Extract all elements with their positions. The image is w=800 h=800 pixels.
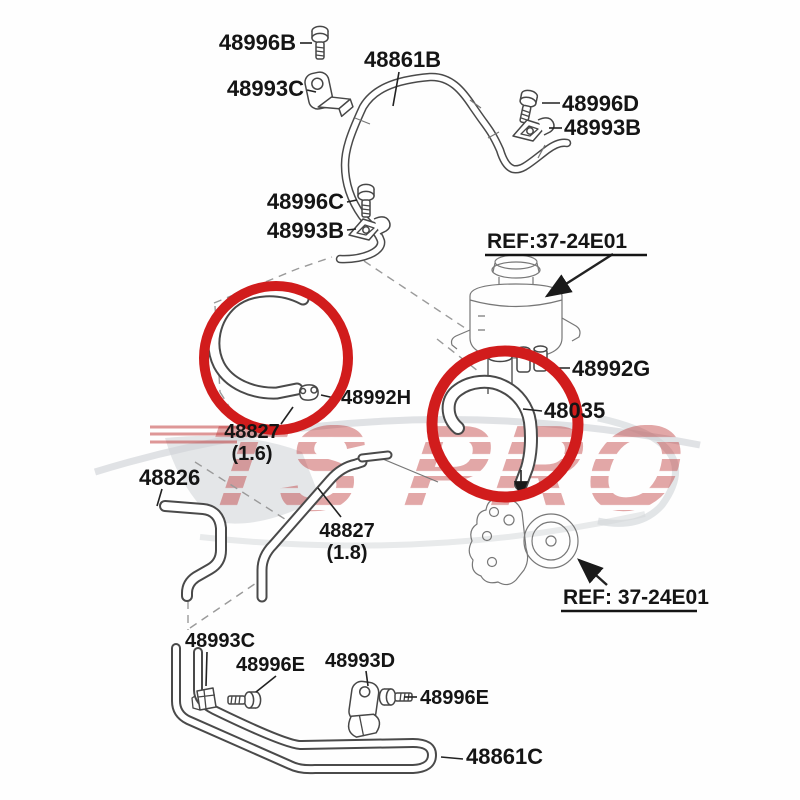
clamp-icon-48993b-right [512, 117, 555, 142]
part-label-48992h: 48992H [341, 387, 411, 409]
part-label-48035: 48035 [544, 398, 605, 423]
part-label-48996e-right: 48996E [420, 687, 489, 709]
highlight-circle-left [199, 281, 353, 435]
leader-lines [156, 42, 570, 760]
bracket-icon-48993c-top [304, 71, 354, 118]
bracket-icon-48993d [347, 680, 381, 738]
watermark-swoosh-arc [93, 416, 701, 476]
hose-48827-18 [256, 450, 393, 603]
ref-top-arrow [544, 252, 614, 298]
watermark-swoosh-blob [165, 435, 320, 524]
highlight-circle-right [426, 345, 584, 503]
part-label-48993d: 48993D [325, 650, 395, 672]
bolt-icon-48996e-left [227, 691, 262, 709]
ref-bottom-arrow [577, 558, 608, 586]
ref-label-bottom: REF: 37-24E01 [563, 586, 709, 609]
part-label-48993c-top: 48993C [227, 76, 304, 101]
bolt-icon-48996b [311, 25, 329, 60]
part-label-48861c: 48861C [466, 744, 543, 769]
part-label-48827-18: 48827 [319, 520, 375, 542]
hose-48035 [441, 351, 538, 499]
part-label-48827-16: 48827 [224, 421, 280, 443]
clamp-icon-48992h [298, 384, 319, 401]
part-labels: 48996B 48993C 48861B 48996D 48993B 48996… [139, 30, 709, 769]
part-label-48996b: 48996B [219, 30, 296, 55]
part-label-48861b: 48861B [364, 47, 441, 72]
part-label-48993b-right: 48993B [564, 115, 641, 140]
watermark-stripes [150, 425, 237, 444]
bolt-icon-48996d [515, 88, 539, 125]
hose-48826 [159, 500, 227, 602]
ref-label-top: REF:37-24E01 [487, 230, 627, 253]
part-label-48827-16-size: (1.6) [231, 443, 272, 465]
part-label-48826: 48826 [139, 465, 200, 490]
part-label-48827-18-size: (1.8) [326, 542, 367, 564]
clamp-icon-48993c-bottom [191, 687, 217, 711]
reservoir-drawing [450, 254, 581, 359]
pipe-48861c [171, 643, 437, 775]
watermark-swoosh-curl [597, 414, 680, 527]
part-label-48996e-left: 48996E [236, 654, 305, 676]
part-label-48993b-mid: 48993B [267, 218, 344, 243]
part-label-48993c-bottom: 48993C [185, 630, 255, 652]
watermark-swoosh-lower [199, 511, 646, 549]
part-label-48996d: 48996D [562, 91, 639, 116]
part-label-48992g: 48992G [572, 356, 650, 381]
part-label-48996c: 48996C [267, 189, 344, 214]
pump-drawing [468, 497, 579, 586]
